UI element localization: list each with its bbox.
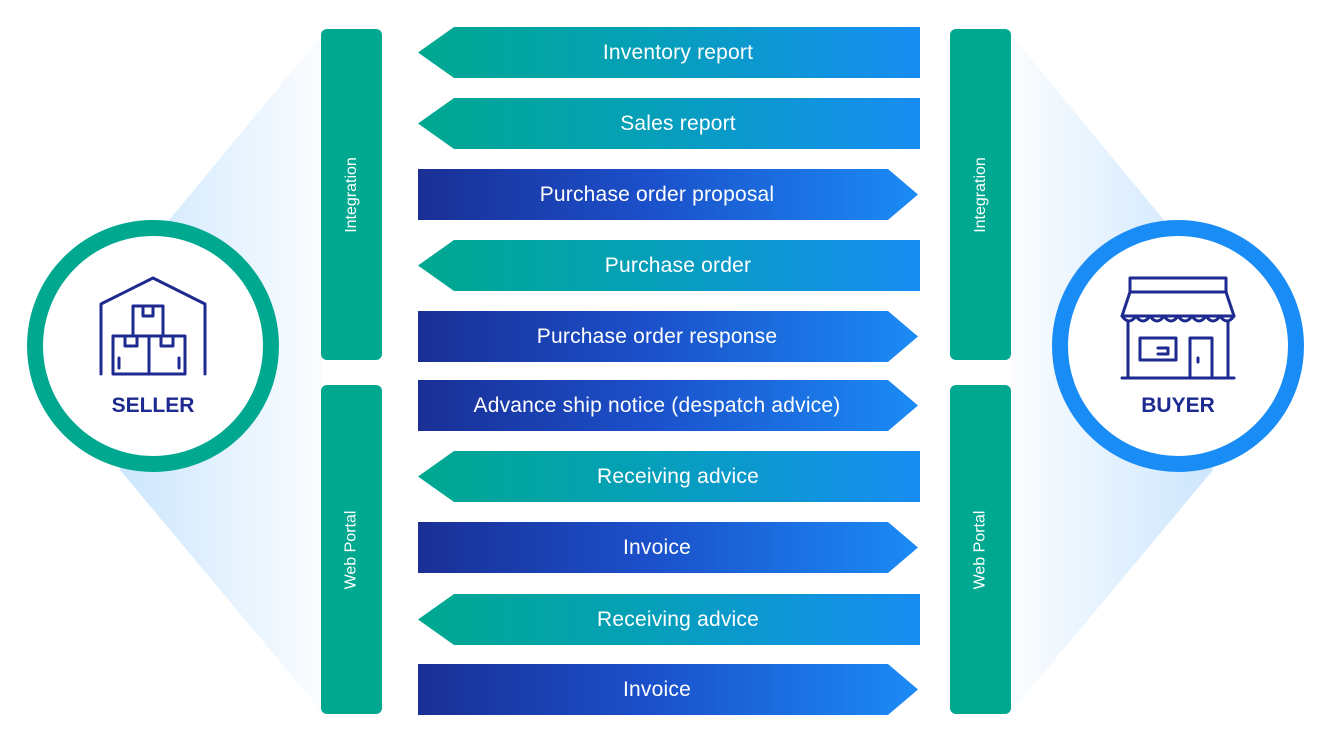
message-arrow-invoice: Invoice bbox=[418, 522, 918, 573]
message-label: Invoice bbox=[623, 677, 691, 701]
message-arrow-advance-ship-notice: Advance ship notice (despatch advice) bbox=[418, 380, 918, 431]
message-label: Purchase order proposal bbox=[539, 182, 775, 206]
right-integration-bar: Integration bbox=[950, 29, 1011, 360]
left-web-portal-label: Web Portal bbox=[342, 510, 360, 589]
storefront-icon bbox=[1120, 276, 1236, 380]
message-arrow-purchase-order: Purchase order bbox=[418, 240, 920, 291]
right-web-portal-bar: Web Portal bbox=[950, 385, 1011, 714]
buyer-label: BUYER bbox=[1141, 394, 1215, 417]
message-label: Receiving advice bbox=[597, 464, 759, 488]
message-arrow-inventory-report: Inventory report bbox=[418, 27, 920, 78]
seller-label: SELLER bbox=[111, 394, 195, 417]
message-arrow-sales-report: Sales report bbox=[418, 98, 920, 149]
message-arrow-receiving-advice: Receiving advice bbox=[418, 451, 920, 502]
message-arrow-invoice-2: Invoice bbox=[418, 664, 918, 715]
right-integration-label: Integration bbox=[971, 156, 989, 233]
message-label: Purchase order response bbox=[536, 324, 778, 348]
message-label: Invoice bbox=[623, 535, 691, 559]
message-label: Advance ship notice (despatch advice) bbox=[473, 393, 841, 417]
message-label: Inventory report bbox=[602, 40, 754, 64]
left-integration-label: Integration bbox=[342, 156, 360, 233]
seller-node: SELLER bbox=[27, 220, 279, 472]
right-web-portal-label: Web Portal bbox=[971, 510, 989, 589]
message-arrow-purchase-order-response: Purchase order response bbox=[418, 311, 918, 362]
message-arrow-purchase-order-proposal: Purchase order proposal bbox=[418, 169, 918, 220]
left-web-portal-bar: Web Portal bbox=[321, 385, 382, 714]
message-label: Receiving advice bbox=[597, 607, 759, 631]
buyer-node: BUYER bbox=[1052, 220, 1304, 472]
message-label: Purchase order bbox=[604, 253, 752, 277]
warehouse-icon bbox=[99, 276, 207, 376]
message-label: Sales report bbox=[620, 111, 736, 135]
message-arrow-receiving-advice-2: Receiving advice bbox=[418, 594, 920, 645]
left-integration-bar: Integration bbox=[321, 29, 382, 360]
